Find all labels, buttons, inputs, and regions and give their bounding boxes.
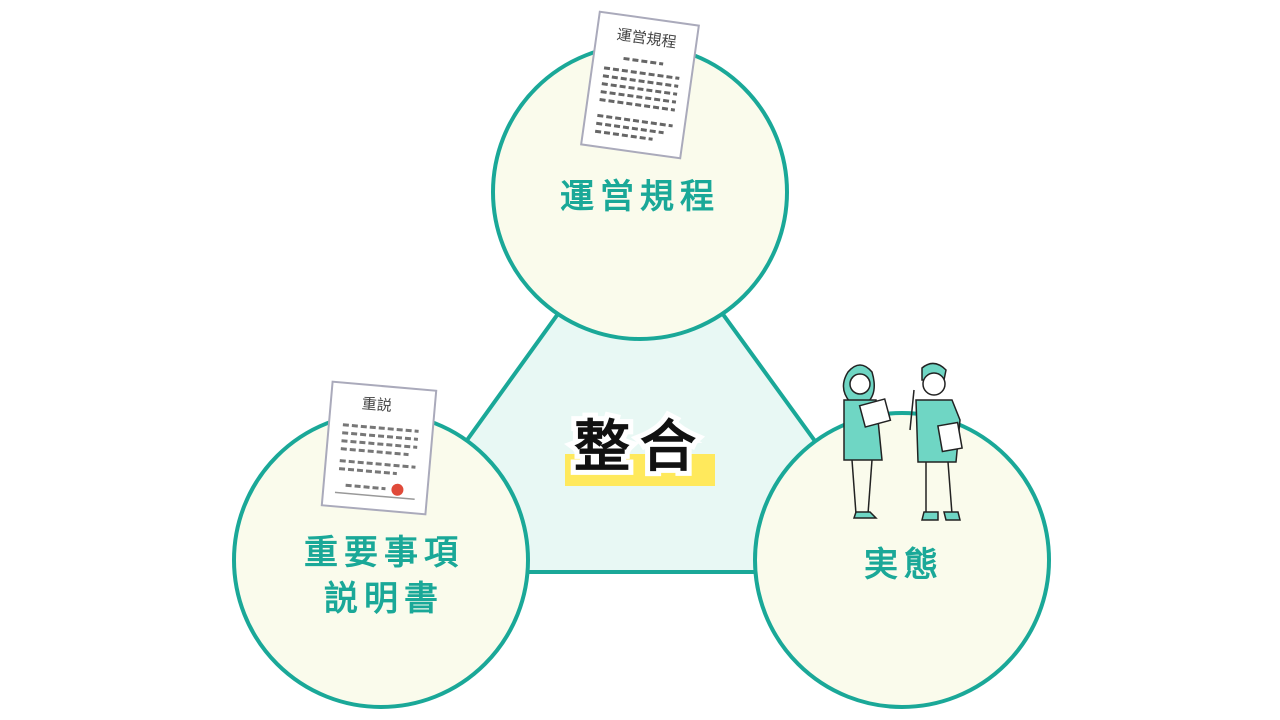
- center-triangle: [368, 196, 914, 574]
- stamp-icon: [391, 483, 404, 496]
- center-label: 整合: [574, 415, 706, 480]
- node-right: 実態: [753, 411, 1051, 709]
- document-icon: 重説: [320, 380, 438, 516]
- document-title: 重説: [361, 394, 392, 415]
- node-top-label: 運営規程: [560, 177, 720, 217]
- node-left-label-line2: 説明書: [324, 579, 444, 619]
- staff-people-illustration: [842, 362, 963, 521]
- highlight-bar: [565, 454, 715, 486]
- node-right-label: 実態: [864, 545, 944, 585]
- node-top: 運営規程: [491, 43, 789, 341]
- document-icon: 運営規程: [580, 10, 700, 160]
- node-left-label-line1: 重要事項: [304, 533, 464, 573]
